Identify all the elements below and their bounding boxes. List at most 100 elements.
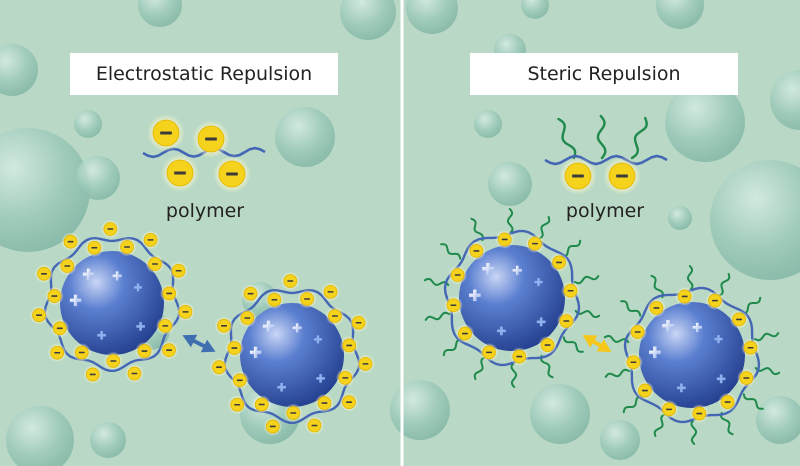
- plus-icon: [716, 374, 726, 384]
- minus-icon: [454, 274, 461, 276]
- polymer-tail: [754, 332, 780, 342]
- negative-charge: [263, 417, 283, 436]
- plus-icon: [249, 346, 262, 359]
- minus-icon: [124, 246, 130, 248]
- plus-bar-v: [695, 322, 699, 333]
- negative-charge: [549, 253, 569, 272]
- plus-icon: [292, 323, 302, 333]
- polymer-tail: [473, 356, 487, 381]
- negative-charge: [34, 264, 54, 284]
- double-arrow-icon: [182, 334, 216, 353]
- plus-icon: [482, 263, 494, 275]
- plus-bar-v: [316, 335, 320, 344]
- negative-charge: [44, 286, 64, 306]
- arrow-head: [596, 339, 612, 353]
- minus-icon: [131, 372, 138, 375]
- negative-charge: [72, 343, 92, 362]
- negative-charge: [57, 256, 77, 276]
- negative-charge: [84, 238, 104, 258]
- particle-sphere: [60, 251, 164, 355]
- plus-bar-v: [500, 326, 503, 336]
- negative-charge: [628, 322, 648, 342]
- plus-icon: [677, 383, 686, 393]
- plus-bar-v: [266, 320, 271, 333]
- minus-icon: [166, 349, 172, 351]
- polymer-tail: [424, 311, 450, 321]
- negative-charge: [335, 368, 355, 388]
- plus-icon: [262, 320, 275, 333]
- minus-icon: [41, 273, 47, 275]
- minus-icon: [634, 331, 641, 333]
- negative-charge: [230, 370, 250, 390]
- negative-charge: [603, 157, 641, 195]
- polymer-icon-steric: [544, 114, 668, 195]
- negative-charge: [155, 316, 175, 336]
- particle-sphere: [459, 245, 565, 351]
- negative-charge: [538, 335, 557, 355]
- minus-icon: [681, 295, 688, 298]
- minus-icon: [205, 137, 217, 141]
- polymer-tail: [440, 243, 462, 260]
- minus-icon: [342, 377, 349, 379]
- polymer-chain: [544, 154, 668, 166]
- negative-charge: [495, 230, 515, 249]
- minus-icon: [290, 412, 297, 414]
- bubble: [340, 0, 396, 40]
- polymer-tail: [686, 265, 694, 291]
- plus-icon: [69, 294, 82, 307]
- minus-icon: [332, 315, 338, 317]
- minus-icon: [182, 311, 189, 313]
- bubble: [0, 44, 38, 96]
- bubble: [600, 420, 640, 460]
- negative-charge: [213, 155, 251, 193]
- bubble: [665, 82, 745, 162]
- negative-charge: [100, 219, 120, 239]
- plus-bar-v: [515, 265, 519, 276]
- minus-icon: [152, 263, 158, 265]
- plus-bar-v: [539, 317, 543, 327]
- plus-bar-v: [719, 374, 723, 384]
- polymer-tail: [690, 419, 698, 445]
- minus-icon: [747, 346, 754, 349]
- minus-icon: [450, 304, 457, 307]
- negative-charge: [29, 305, 49, 325]
- negative-charge: [280, 271, 300, 291]
- plus-icon: [313, 335, 323, 344]
- bubble: [0, 128, 90, 252]
- negative-charge: [147, 114, 185, 152]
- minus-icon: [642, 389, 648, 392]
- minus-icon: [653, 307, 660, 309]
- minus-icon: [258, 403, 265, 406]
- minus-icon: [516, 355, 523, 358]
- negative-charge: [647, 298, 666, 318]
- plus-icon: [82, 268, 95, 281]
- minus-icon: [36, 314, 42, 316]
- plus-bar-v: [666, 320, 670, 332]
- negative-charge: [736, 368, 756, 388]
- steric-particle: [603, 265, 781, 445]
- bubble: [770, 70, 800, 130]
- minus-icon: [54, 351, 61, 354]
- polymer-tail: [604, 368, 630, 378]
- negative-charge: [169, 261, 189, 281]
- polymer-tail: [506, 208, 514, 234]
- plus-bar-v: [473, 289, 477, 302]
- negative-charge: [237, 308, 257, 328]
- minus-icon: [160, 131, 172, 135]
- plus-icon: [536, 317, 546, 327]
- negative-charge: [297, 289, 317, 309]
- minus-icon: [544, 344, 551, 346]
- negative-charge: [556, 311, 576, 331]
- negative-charge: [444, 295, 463, 315]
- minus-icon: [362, 363, 369, 365]
- plus-bar-v: [136, 283, 140, 292]
- minus-icon: [231, 347, 238, 349]
- polymer-tail: [742, 393, 764, 410]
- polymer-tail: [557, 117, 577, 160]
- polymer-tail: [720, 411, 734, 436]
- steric-particle: [423, 208, 601, 388]
- negative-charge: [321, 282, 341, 302]
- minus-icon: [141, 350, 148, 352]
- minus-icon: [346, 344, 353, 347]
- bubble: [530, 384, 590, 444]
